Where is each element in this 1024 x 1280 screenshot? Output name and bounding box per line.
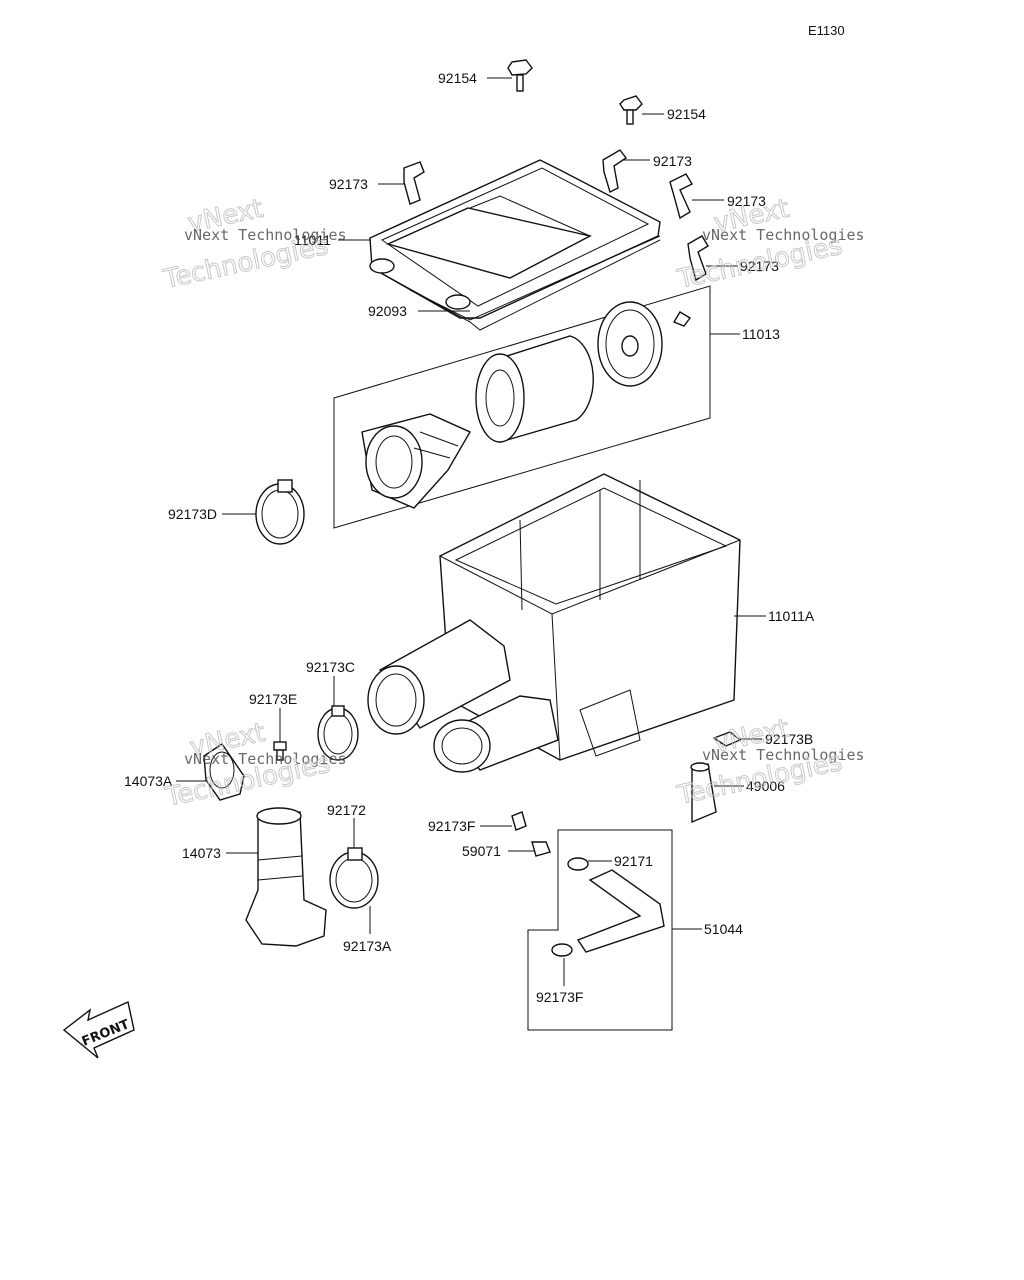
clamp-92173C (317, 705, 359, 761)
clip-92173F-upper (511, 811, 527, 831)
callout-51044: 51044 (704, 921, 743, 937)
callout-92171: 92171 (614, 853, 653, 869)
clip-92173-top-center (602, 149, 628, 193)
air-cleaner-case-11011A (367, 473, 741, 773)
fitting-59071 (531, 841, 551, 857)
svg-text:vNext Technologies: vNext Technologies (184, 226, 347, 244)
drain-49006 (690, 762, 717, 824)
callout-92173-top-right: 92173 (653, 153, 692, 169)
watermark-bottom-right: vNext vNext Technologies Technologies (674, 713, 865, 811)
callout-92173F-upper: 92173F (428, 818, 475, 834)
watermark-top-left: vNext vNext Technologies Technologies (160, 193, 347, 295)
svg-text:vNext Technologies: vNext Technologies (702, 746, 865, 764)
front-arrow-icon: FRONT (62, 1001, 135, 1059)
callout-92173-right: 92173 (727, 193, 766, 209)
diagram-code: E1130 (808, 23, 845, 38)
svg-text:vNext Technologies: vNext Technologies (184, 750, 347, 768)
callout-92173B: 92173B (765, 731, 813, 747)
callout-92154-right: 92154 (667, 106, 706, 122)
clip-92173B (712, 731, 742, 747)
duct-14073 (245, 807, 327, 947)
callout-11011: 11011 (294, 232, 331, 248)
callout-92172: 92172 (327, 802, 366, 818)
watermark-bottom-left: vNext vNext Technologies Technologies (162, 717, 347, 813)
clamp-92172 (329, 847, 379, 909)
callout-92173F-lower: 92173F (536, 989, 583, 1005)
air-filter-element-11013 (333, 285, 711, 529)
svg-text:vNext Technologies: vNext Technologies (702, 226, 865, 244)
duct-14073A (203, 743, 245, 801)
callout-92173C: 92173C (306, 659, 355, 675)
callout-14073: 14073 (182, 845, 221, 861)
callout-92173E: 92173E (249, 691, 297, 707)
callout-92173-right-lower: 92173 (740, 258, 779, 274)
bolt-92154-right (619, 95, 643, 125)
callout-92173-top-left: 92173 (329, 176, 368, 192)
callout-11011A: 11011A (768, 608, 815, 624)
callout-92173D: 92173D (168, 506, 217, 522)
clip-92173-right-lower (687, 235, 709, 282)
gasket-92093 (409, 235, 661, 321)
callout-92154-top: 92154 (438, 70, 477, 86)
clamp-92173D (255, 479, 305, 545)
callout-14073A: 14073A (124, 773, 173, 789)
breather-hose-51044 (527, 829, 673, 1031)
callout-92173A: 92173A (343, 938, 392, 954)
air-cleaner-cover-11011 (369, 159, 661, 331)
callout-92093: 92093 (368, 303, 407, 319)
clip-92173-right (669, 173, 693, 220)
callout-59071: 59071 (462, 843, 501, 859)
clip-92173-left (403, 161, 425, 205)
callout-49006: 49006 (746, 778, 785, 794)
callout-11013: 11013 (742, 326, 780, 342)
bolt-92154-top (507, 59, 533, 92)
